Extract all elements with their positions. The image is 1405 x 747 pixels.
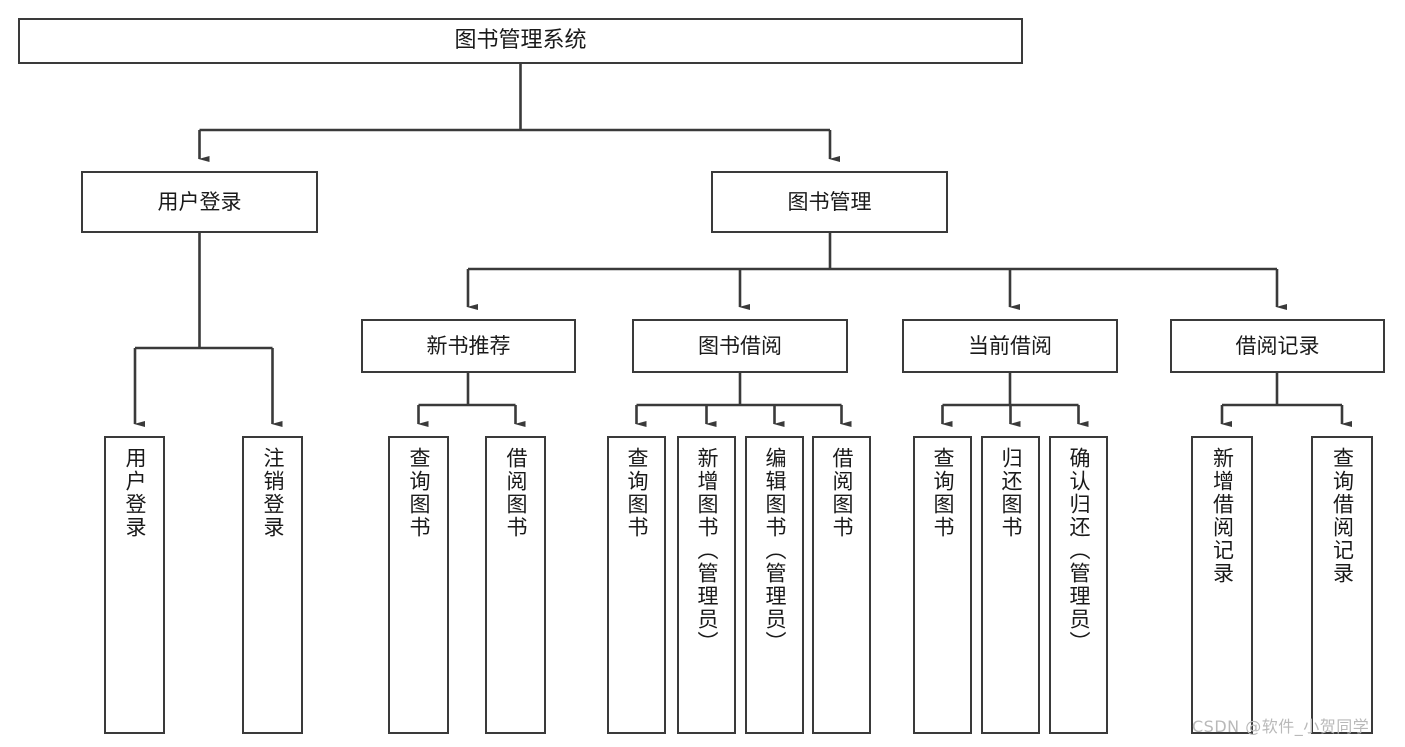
node-label: 新增图书（管理员） xyxy=(695,447,719,654)
node-label: 查询图书 xyxy=(407,447,431,539)
node-label: 新书推荐 xyxy=(426,333,511,358)
node-label: 注销登录 xyxy=(261,447,285,539)
node-root-system[interactable]: 图书管理系统 xyxy=(18,18,1023,64)
leaf-user-login-signin[interactable]: 用户登录 xyxy=(104,436,165,734)
node-label: 确认归还（管理员） xyxy=(1067,447,1091,654)
node-label: 归还图书 xyxy=(999,447,1023,539)
node-label: 借阅图书 xyxy=(504,447,528,539)
node-new-book-recommend[interactable]: 新书推荐 xyxy=(361,319,576,373)
leaf-book-borrow-add[interactable]: 新增图书（管理员） xyxy=(677,436,736,734)
node-borrow-record[interactable]: 借阅记录 xyxy=(1170,319,1385,373)
leaf-current-borrow-query[interactable]: 查询图书 xyxy=(913,436,972,734)
node-book-borrow[interactable]: 图书借阅 xyxy=(632,319,848,373)
node-label: 图书管理系统 xyxy=(454,28,587,54)
leaf-new-book-borrow[interactable]: 借阅图书 xyxy=(485,436,546,734)
node-label: 图书借阅 xyxy=(698,333,782,358)
leaf-book-borrow-edit[interactable]: 编辑图书（管理员） xyxy=(745,436,804,734)
node-label: 用户登录 xyxy=(123,447,147,539)
node-label: 借阅记录 xyxy=(1235,333,1320,358)
node-label: 编辑图书（管理员） xyxy=(763,447,787,654)
node-label: 用户登录 xyxy=(157,189,242,214)
node-current-borrow[interactable]: 当前借阅 xyxy=(902,319,1118,373)
node-user-login[interactable]: 用户登录 xyxy=(81,171,318,233)
node-label: 当前借阅 xyxy=(968,333,1052,358)
node-book-management[interactable]: 图书管理 xyxy=(711,171,948,233)
leaf-current-borrow-return[interactable]: 归还图书 xyxy=(981,436,1040,734)
node-label: 图书管理 xyxy=(787,189,872,214)
leaf-current-borrow-confirm-return[interactable]: 确认归还（管理员） xyxy=(1049,436,1108,734)
csdn-watermark: CSDN @软件_小贺同学 xyxy=(1192,717,1370,736)
leaf-new-book-query[interactable]: 查询图书 xyxy=(388,436,449,734)
leaf-borrow-record-add[interactable]: 新增借阅记录 xyxy=(1191,436,1253,734)
leaf-book-borrow-lend[interactable]: 借阅图书 xyxy=(812,436,871,734)
node-label: 借阅图书 xyxy=(830,447,854,539)
leaf-book-borrow-query[interactable]: 查询图书 xyxy=(607,436,666,734)
node-label: 新增借阅记录 xyxy=(1210,447,1235,585)
node-label: 查询借阅记录 xyxy=(1330,447,1355,585)
node-label: 查询图书 xyxy=(931,447,955,539)
node-label: 查询图书 xyxy=(625,447,649,539)
leaf-borrow-record-query[interactable]: 查询借阅记录 xyxy=(1311,436,1373,734)
leaf-user-login-signout[interactable]: 注销登录 xyxy=(242,436,303,734)
